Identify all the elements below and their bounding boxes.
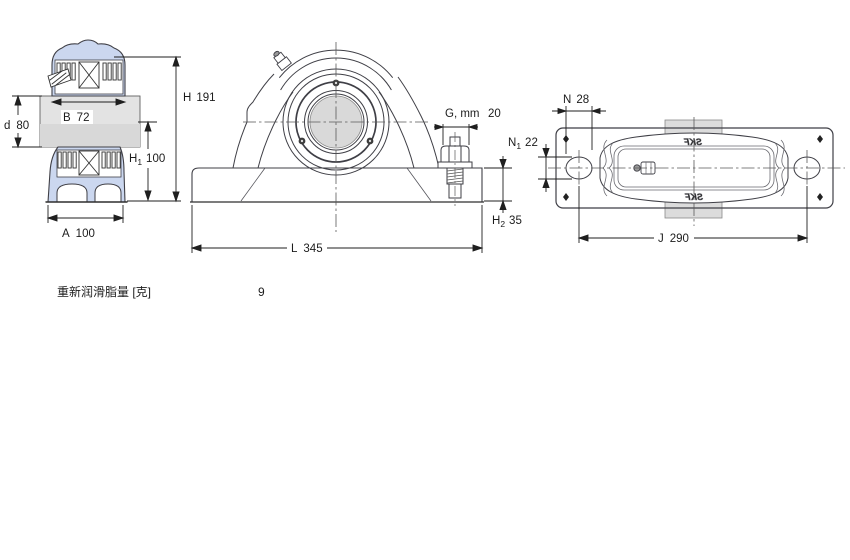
foot-arch-right	[94, 183, 122, 203]
top-view: SKF SKF	[508, 94, 845, 245]
dim-G-label: G, mm	[445, 108, 480, 120]
relubrication-value: 9	[258, 285, 265, 299]
roller-row-lower	[57, 151, 121, 169]
front-base	[191, 167, 483, 203]
adapter-sleeve-lower	[78, 150, 100, 176]
foot-arch-left	[56, 183, 88, 203]
grease-fitting-front	[273, 50, 292, 72]
top-centerlines	[548, 117, 845, 226]
lock-washer-section	[47, 68, 72, 88]
cap-screws	[298, 79, 374, 145]
dim-G-value: 20	[488, 108, 501, 120]
base-rib-left	[240, 167, 266, 202]
relubrication-label: 重新润滑脂量 [克]	[57, 284, 151, 299]
svg-text:SKF: SKF	[684, 192, 703, 202]
shaft-section-shade	[40, 124, 140, 147]
adapter-sleeve-upper	[78, 61, 100, 89]
corner-markers	[563, 135, 823, 201]
product-data-row: 重新润滑脂量 [克] 9	[57, 284, 265, 299]
brand-logo-top: SKF	[683, 137, 702, 148]
base-rib-right	[406, 167, 432, 202]
side-section-view	[39, 39, 141, 203]
svg-text:SKF: SKF	[683, 137, 702, 147]
dim-bolt-size-G: G, mm 20	[434, 108, 501, 145]
attachment-bolt	[437, 132, 473, 206]
front-centerlines	[243, 42, 430, 232]
brand-logo-bottom: SKF	[684, 192, 703, 203]
